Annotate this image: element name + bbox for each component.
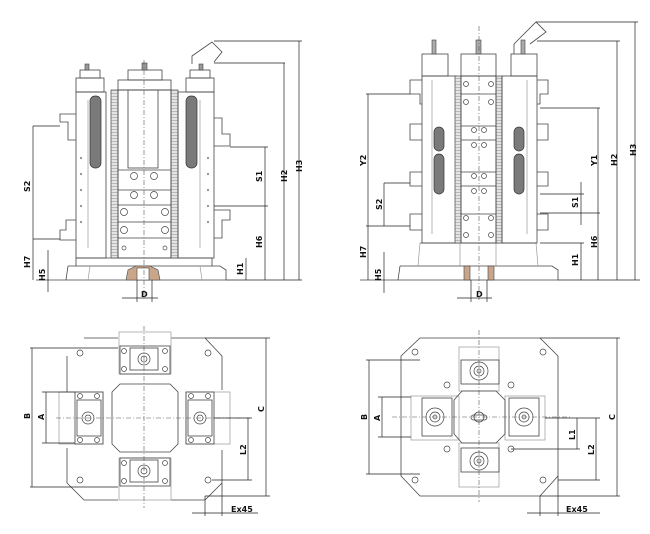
right-column xyxy=(501,21,549,244)
dim-label-h5: H5 xyxy=(374,268,383,281)
center-column xyxy=(460,39,497,244)
left-column xyxy=(409,39,457,244)
dim-label-s2: S2 xyxy=(375,199,384,210)
dim-label-c: C xyxy=(608,414,617,420)
dim-label-h1: H1 xyxy=(236,262,245,275)
dim-label-h2: H2 xyxy=(280,170,289,182)
dim-label-ex45: Ex45 xyxy=(566,505,588,514)
dim-label-y2: Y2 xyxy=(359,155,368,167)
dim-label-l1: L1 xyxy=(568,429,577,440)
dim-label-s1: S1 xyxy=(571,196,580,208)
right-column xyxy=(177,41,231,259)
dim-label-l2: L2 xyxy=(239,444,248,455)
dim-label-h7: H7 xyxy=(359,246,368,258)
rack-left xyxy=(454,75,462,244)
front-view-right: H3 H2 Y1 S1 H6 H1 Y2 S2 H7 H5 D xyxy=(359,21,640,302)
dimensions-front-left xyxy=(32,40,302,302)
dimensions-front-right xyxy=(366,21,640,302)
dim-label-a: A xyxy=(37,413,46,420)
dim-label-a: A xyxy=(373,414,382,421)
dim-label-c: C xyxy=(257,406,266,412)
dim-label-b: B xyxy=(23,413,32,419)
dim-label-s2: S2 xyxy=(23,181,32,192)
dim-label-l2: L2 xyxy=(587,444,596,455)
dimensions-top-right xyxy=(366,337,620,516)
dim-label-h3: H3 xyxy=(295,160,304,172)
dim-label-h5: H5 xyxy=(38,268,47,281)
dim-label-h6: H6 xyxy=(255,235,264,248)
dimensions-top-left xyxy=(30,337,270,516)
front-view-left: H3 H2 S1 H6 H1 S2 H7 H5 D xyxy=(23,40,304,302)
top-view-right: B A C L1 L2 Ex45 xyxy=(360,330,620,516)
base-plate xyxy=(360,242,559,281)
base-plate xyxy=(36,257,227,281)
dim-label-h1: H1 xyxy=(571,253,580,266)
dim-label-s1: S1 xyxy=(255,170,264,182)
center-column xyxy=(117,62,172,259)
left-column xyxy=(59,63,107,259)
dim-label-h2: H2 xyxy=(610,154,619,166)
dim-label-ex45: Ex45 xyxy=(231,505,253,514)
dim-label-d: D xyxy=(476,290,483,299)
rack-left xyxy=(110,89,119,259)
dim-label-d: D xyxy=(141,290,148,299)
dim-label-y1: Y1 xyxy=(590,154,599,167)
dim-label-h6: H6 xyxy=(590,235,599,248)
rack-right xyxy=(170,89,179,259)
top-view-left: B A C L2 Ex45 xyxy=(23,326,270,516)
dim-label-b: B xyxy=(360,414,369,420)
dim-label-h3: H3 xyxy=(629,144,638,156)
dim-label-h7: H7 xyxy=(23,256,32,268)
rack-right xyxy=(495,75,503,244)
